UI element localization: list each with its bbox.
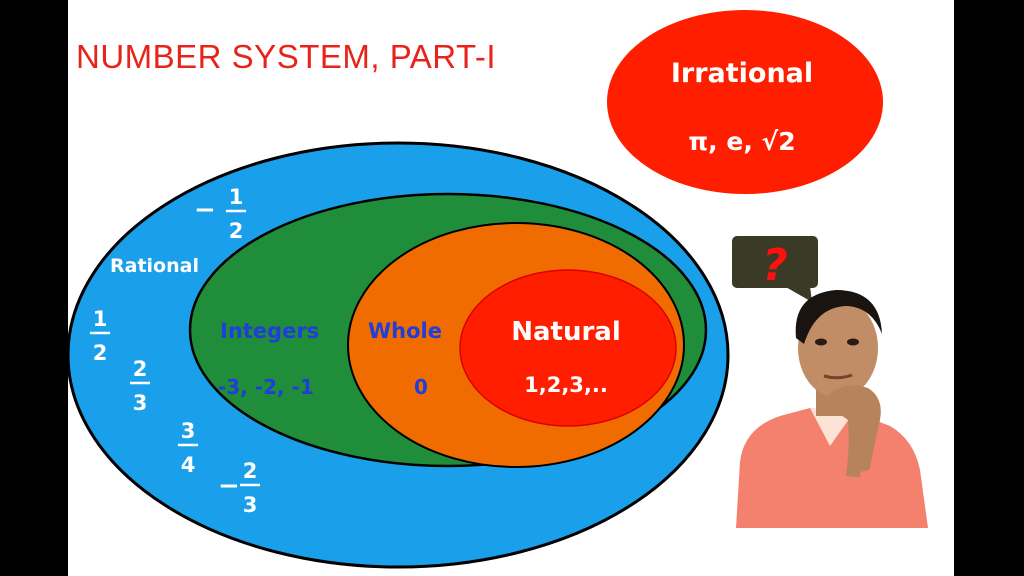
fraction-denominator: 4 — [181, 453, 196, 477]
rational-fraction: 1 2 — [90, 307, 110, 365]
whole-label: Whole — [368, 319, 442, 343]
irrational-oval — [607, 10, 883, 194]
fraction-numerator: 3 — [181, 419, 196, 443]
person-eye — [815, 338, 827, 346]
thinking-person — [736, 290, 928, 528]
irrational-set: Irrational π, e, √2 — [607, 10, 883, 194]
number-system-diagram: Irrational π, e, √2 Rational − 1 2 1 2 2 — [68, 10, 928, 569]
page-title: NUMBER SYSTEM, PART-I — [76, 38, 497, 75]
fraction-numerator: 1 — [93, 307, 108, 331]
fraction-denominator: 3 — [243, 493, 258, 517]
speech-bubble-body — [732, 236, 818, 288]
speech-bubble-tail — [784, 286, 812, 302]
whole-examples: 0 — [414, 375, 428, 399]
person-hair — [795, 290, 882, 344]
natural-label: Natural — [511, 317, 621, 347]
speech-bubble: ? — [732, 236, 818, 302]
fraction-numerator: 1 — [229, 185, 244, 209]
fraction-numerator: 2 — [133, 357, 148, 381]
person-collar — [810, 408, 854, 446]
natural-examples: 1,2,3,.. — [524, 373, 608, 397]
slide-canvas: NUMBER SYSTEM, PART-I Irrational π, e, √… — [68, 0, 954, 576]
integers-label: Integers — [220, 319, 319, 343]
fraction-denominator: 3 — [133, 391, 148, 415]
fraction-denominator: 2 — [229, 219, 244, 243]
person-mouth — [823, 373, 853, 380]
person-eye — [847, 338, 859, 346]
person-hand — [828, 385, 881, 478]
natural-set: Natural 1,2,3,.. — [459, 269, 677, 427]
rational-fraction: 3 4 — [178, 419, 198, 477]
rational-fraction: 2 3 — [130, 357, 150, 415]
natural-oval — [459, 269, 677, 427]
person-sleeve — [860, 466, 898, 528]
rational-label: Rational — [110, 255, 199, 277]
rational-fraction: − 2 3 — [218, 459, 260, 517]
irrational-examples: π, e, √2 — [688, 127, 795, 156]
irrational-label: Irrational — [671, 58, 813, 89]
fraction-denominator: 2 — [93, 341, 108, 365]
fraction-sign: − — [194, 195, 216, 225]
fraction-numerator: 2 — [243, 459, 258, 483]
fraction-sign: − — [218, 471, 240, 501]
rational-fraction: − 1 2 — [194, 185, 246, 243]
person-face — [798, 298, 878, 398]
question-mark-icon: ? — [762, 240, 788, 291]
integers-examples: -3, -2, -1 — [218, 375, 314, 399]
